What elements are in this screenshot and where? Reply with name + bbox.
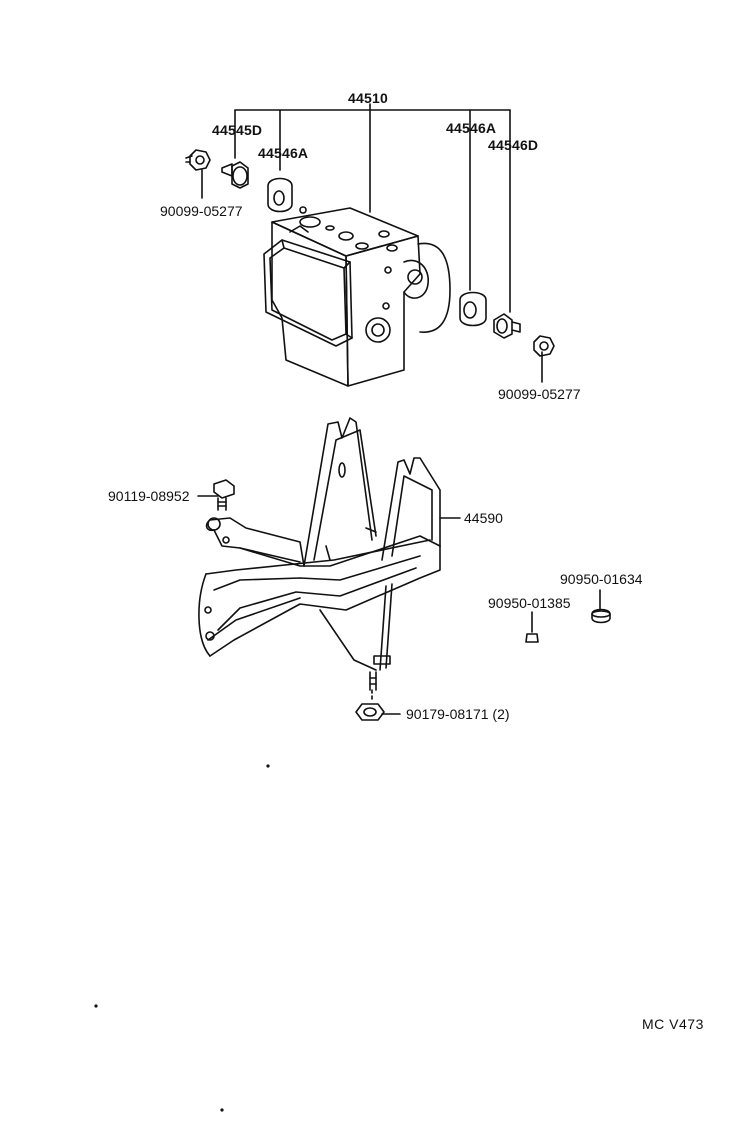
label-90099-05277-left: 90099-05277 (160, 203, 243, 219)
label-90119-08952: 90119-08952 (108, 488, 190, 504)
reference-code: MC V473 (642, 1016, 704, 1032)
label-90179-08171: 90179-08171 (2) (406, 706, 510, 722)
bolt-part (213, 479, 235, 511)
label-90099-05277-right: 90099-05277 (498, 386, 581, 402)
nut-left-part (185, 149, 211, 171)
leader-44510 (234, 103, 511, 313)
label-90950-01634: 90950-01634 (560, 571, 643, 587)
label-44546A-right: 44546A (446, 120, 497, 136)
label-44590: 44590 (464, 510, 503, 526)
clip-small-part (525, 611, 539, 643)
grommet-right-part (459, 291, 487, 327)
label-44546A-left: 44546A (258, 145, 309, 161)
label-90950-01385: 90950-01385 (488, 595, 571, 611)
grommet-left-part (267, 177, 307, 214)
nut-right-part (533, 335, 555, 357)
label-44510: 44510 (348, 90, 388, 106)
speck (266, 764, 270, 768)
nut-bottom-part (355, 689, 385, 721)
label-44546D: 44546D (488, 137, 539, 153)
cushion-right-part (493, 313, 521, 339)
plug-part (591, 589, 611, 624)
abs-actuator-part (263, 207, 451, 387)
bracket-part (198, 417, 441, 691)
cushion-left-part (221, 161, 249, 189)
label-44545D: 44545D (212, 122, 263, 138)
speck (94, 1004, 98, 1008)
speck (220, 1108, 224, 1112)
